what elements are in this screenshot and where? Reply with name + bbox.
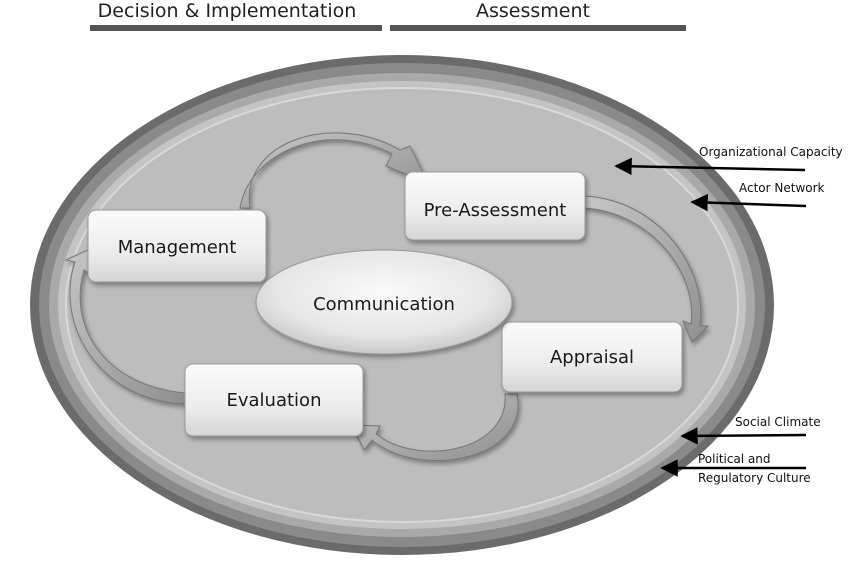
organizational-capacity-label: Organizational Capacity [699,145,843,159]
management-box [87,209,267,283]
header-left-bar [90,25,382,31]
social-climate-label: Social Climate [735,415,821,429]
header-assessment: Assessment [476,0,590,22]
actor-network-label: Actor Network [739,181,825,195]
political-label-line1: Political and [698,452,771,466]
communication-label: Communication [313,294,455,315]
appraisal-label: Appraisal [550,347,634,368]
arrow-management-to-preassessment [239,132,430,209]
actor-network-pointer [690,193,807,212]
management-label: Management [118,237,237,258]
pre-assessment-label: Pre-Assessment [424,200,567,221]
arrow-preassessment-to-appraisal [583,195,710,343]
evaluation-label: Evaluation [227,390,322,411]
pre-assessment-box [404,171,586,241]
evaluation-box [184,363,364,437]
social-climate-pointer [680,427,807,445]
header-right-bar [390,25,686,31]
communication-ellipse [255,249,513,355]
header-decision-implementation: Decision & Implementation [98,0,357,22]
political-label-line2: Regulatory Culture [698,471,811,485]
appraisal-box [501,321,683,393]
organizational-capacity-pointer [614,157,806,176]
